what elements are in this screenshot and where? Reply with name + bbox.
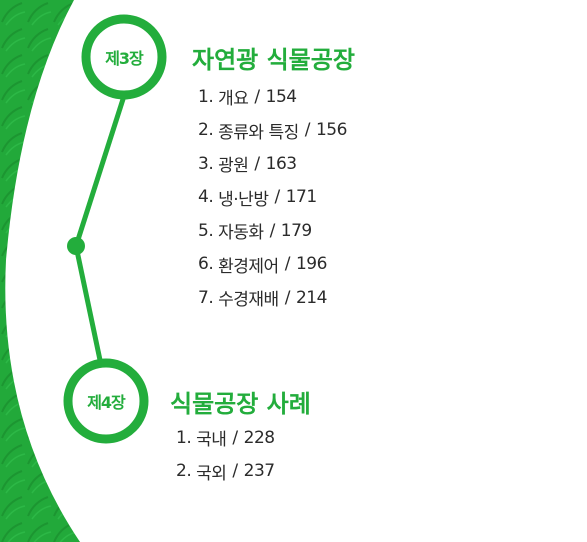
toc-item[interactable]: 5. 자동화/179	[198, 214, 347, 248]
toc-item[interactable]: 2. 종류와 특징/156	[198, 114, 347, 148]
toc-item-separator: /	[304, 120, 311, 141]
toc-item[interactable]: 6. 환경제어/196	[198, 248, 347, 282]
toc-item[interactable]: 3. 광원/163	[198, 147, 347, 181]
chapter-3-toc-list: 1. 개요/154 2. 종류와 특징/156 3. 광원/163 4. 냉·난…	[198, 80, 347, 315]
toc-item-page: 214	[295, 287, 327, 308]
toc-item-separator: /	[274, 187, 280, 208]
toc-item-separator: /	[284, 254, 291, 275]
toc-item-title: 냉·난방	[218, 189, 269, 210]
toc-item-number: 4.	[198, 187, 214, 208]
toc-item-separator: /	[232, 427, 238, 448]
toc-item[interactable]: 1. 국내/228	[176, 421, 275, 455]
timeline-connector-lower	[73, 245, 103, 361]
toc-item[interactable]: 7. 수경재배/214	[198, 281, 347, 315]
toc-item-number: 1.	[198, 86, 214, 107]
toc-item-title: 자동화	[218, 223, 264, 244]
toc-item-page: 228	[243, 427, 275, 448]
toc-item-page: 156	[315, 120, 347, 141]
toc-item-separator: /	[232, 461, 238, 482]
toc-item-page: 179	[280, 220, 312, 241]
toc-item-title: 국내	[196, 430, 227, 451]
toc-item-separator: /	[269, 220, 276, 241]
toc-item-title: 개요	[218, 89, 249, 110]
toc-item-title: 국외	[196, 463, 227, 484]
toc-item-separator: /	[254, 153, 260, 174]
toc-item-number: 5.	[198, 220, 214, 241]
chapter-4-badge: 제4장	[79, 374, 133, 428]
toc-item-separator: /	[284, 287, 291, 308]
toc-item-number: 2.	[198, 120, 214, 141]
toc-item[interactable]: 2. 국외/237	[176, 455, 275, 489]
toc-item-page: 171	[285, 187, 317, 208]
toc-item-page: 154	[265, 86, 297, 107]
toc-item[interactable]: 1. 개요/154	[198, 80, 347, 114]
toc-item-number: 7.	[198, 287, 214, 308]
toc-item-separator: /	[254, 86, 260, 107]
chapter-3-badge: 제3장	[97, 30, 151, 84]
toc-item-title: 광원	[218, 156, 249, 177]
toc-item-page: 237	[243, 461, 275, 482]
toc-item-page: 196	[295, 254, 327, 275]
toc-item-title: 수경재배	[218, 290, 279, 311]
toc-item-title: 종류와 특징	[218, 122, 299, 143]
chapter-4-title: 식물공장 사례	[170, 390, 311, 418]
toc-item-number: 2.	[176, 461, 192, 482]
toc-item-number: 1.	[176, 427, 192, 448]
chapter-4-toc-list: 1. 국내/228 2. 국외/237	[176, 421, 275, 488]
toc-item-number: 6.	[198, 254, 214, 275]
chapter-3-title: 자연광 식물공장	[192, 46, 355, 74]
toc-item-number: 3.	[198, 153, 214, 174]
toc-item-title: 환경제어	[218, 256, 279, 277]
toc-item[interactable]: 4. 냉·난방/171	[198, 181, 347, 215]
timeline-connector-upper	[73, 95, 127, 247]
toc-item-page: 163	[265, 153, 297, 174]
timeline-node-dot	[67, 237, 85, 255]
